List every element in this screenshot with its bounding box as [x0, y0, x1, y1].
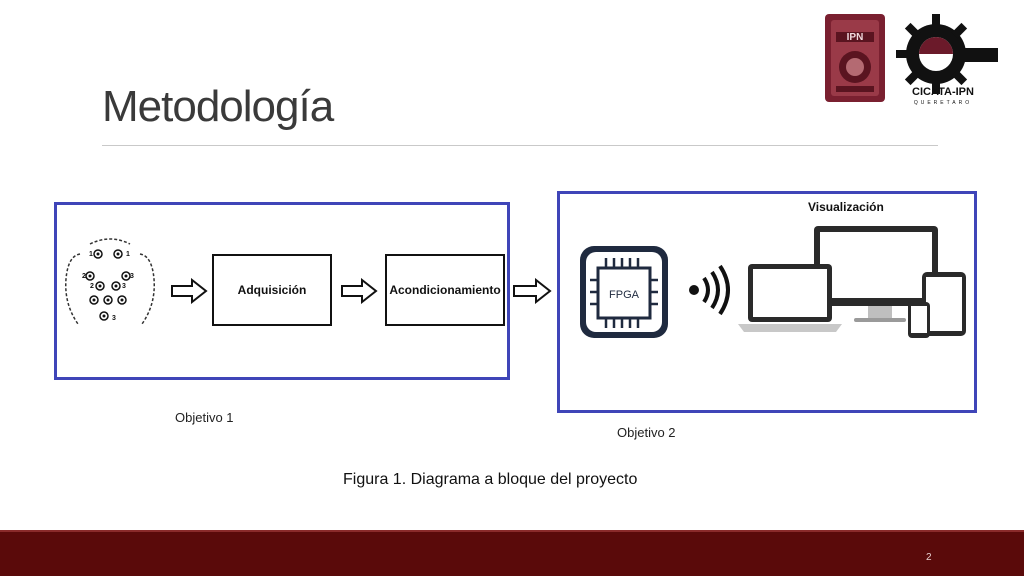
right-arrow-icon	[513, 277, 552, 305]
footer-bar	[0, 532, 1024, 576]
conditioning-label: Acondicionamiento	[389, 283, 501, 297]
flow-arrow-2	[340, 277, 378, 305]
svg-text:3: 3	[130, 273, 134, 280]
svg-text:1: 1	[126, 251, 130, 258]
objective2-caption: Objetivo 2	[617, 425, 676, 440]
chip-icon: FPGA	[580, 246, 668, 338]
svg-text:3: 3	[122, 283, 126, 290]
flow-arrow-3	[512, 277, 552, 305]
right-arrow-icon	[171, 277, 208, 305]
objective1-caption: Objetivo 1	[175, 410, 234, 425]
wireless-signal	[686, 264, 732, 316]
svg-text:CICATA-IPN: CICATA-IPN	[912, 86, 974, 98]
fpga-chip: FPGA	[578, 244, 670, 340]
flow-arrow-1	[170, 277, 208, 305]
figure-caption: Figura 1. Diagrama a bloque del proyecto	[343, 471, 638, 488]
ipn-logo: IPN	[822, 12, 888, 104]
right-arrow-icon	[341, 277, 378, 305]
devices-icon	[738, 226, 966, 338]
cicata-gear-icon: CICATA-IPN QUERETARO	[896, 14, 1000, 106]
svg-text:IPN: IPN	[847, 32, 864, 43]
objective1-frame	[54, 202, 510, 380]
acquisition-label: Adquisición	[237, 283, 307, 297]
page-number: 2	[926, 552, 932, 563]
wireless-icon	[689, 264, 730, 316]
cicata-logo: CICATA-IPN QUERETARO	[888, 14, 1000, 106]
ipn-seal-icon: IPN	[825, 14, 885, 102]
torso-electrodes-illustration: 1 2 3 2 3 1 3	[60, 224, 160, 334]
visualization-label: Visualización	[808, 200, 884, 214]
svg-text:2: 2	[90, 283, 94, 290]
conditioning-block: Acondicionamiento	[385, 254, 505, 326]
svg-text:1: 1	[89, 251, 93, 258]
title-divider	[102, 145, 938, 146]
svg-text:2: 2	[82, 273, 86, 280]
acquisition-block: Adquisición	[212, 254, 332, 326]
svg-text:QUERETARO: QUERETARO	[914, 100, 972, 106]
svg-text:3: 3	[112, 315, 116, 322]
torso-icon: 1 2 3 2 3 1 3	[65, 238, 155, 325]
footer-accent-line	[0, 530, 1024, 532]
slide-title: Metodología	[102, 82, 334, 131]
visualization-devices	[736, 222, 972, 342]
svg-text:FPGA: FPGA	[609, 289, 640, 301]
objective2-frame	[557, 191, 977, 413]
